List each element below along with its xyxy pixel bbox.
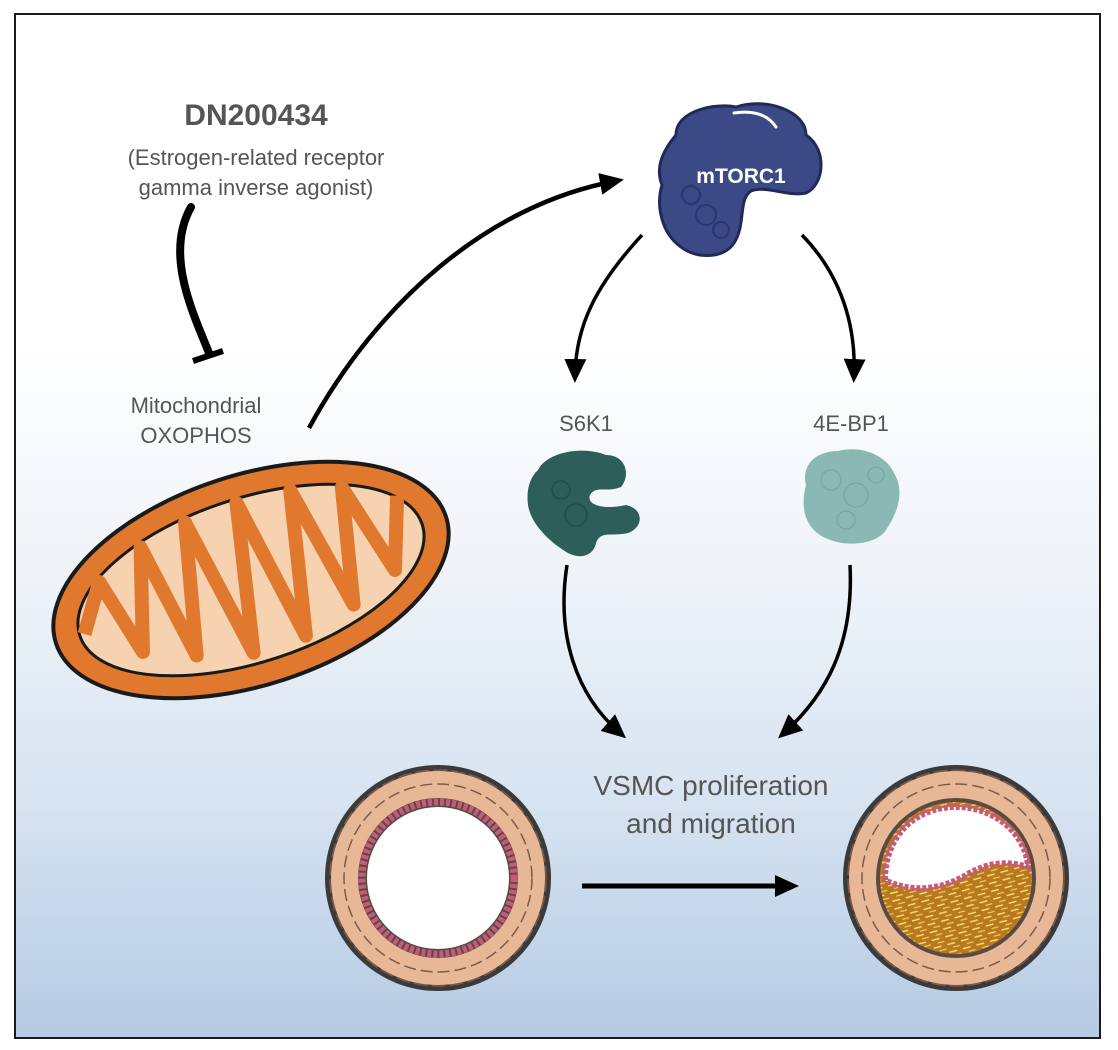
diagram-canvas [51, 102, 1069, 991]
4ebp1-to-vsmc-arrow [778, 564, 853, 739]
drug-description-line1: (Estrogen-related receptor [127, 145, 385, 170]
mtorc1-to-s6k1-arrow [564, 233, 644, 383]
4ebp1-protein-icon [803, 449, 900, 544]
s6k1-label: S6K1 [559, 411, 613, 436]
mtorc1-label: mTORC1 [696, 165, 786, 188]
mtorc1-protein-icon [657, 102, 823, 258]
s6k1-to-vsmc-arrow [562, 564, 627, 739]
4ebp1-label: 4E-BP1 [813, 411, 889, 436]
blood-vessel-icon [325, 765, 551, 991]
plaque-vessel-icon [843, 765, 1069, 991]
vsmc-outcome-label: VSMC proliferation and migration [546, 767, 876, 843]
inhibition-arrow-icon [176, 203, 224, 364]
drug-name: DN200434 [184, 99, 328, 132]
vsmc-outcome-line1: VSMC proliferation [593, 770, 829, 801]
oxphos-label-line2: OXOPHOS [140, 423, 252, 448]
vsmc-outcome-line2: and migration [626, 808, 796, 839]
mtorc1-to-4ebp1-arrow [800, 233, 866, 383]
mitochondrion-icon [51, 459, 451, 701]
oxphos-to-mtorc1-arrow [307, 173, 624, 430]
oxphos-label-line1: Mitochondrial [130, 393, 262, 418]
oxphos-label: Mitochondrial OXOPHOS [86, 391, 306, 451]
diagram-frame: DN200434 (Estrogen-related receptor gamm… [14, 13, 1101, 1039]
drug-description: (Estrogen-related receptor gamma inverse… [76, 143, 436, 203]
s6k1-protein-icon [527, 450, 640, 557]
drug-description-line2: gamma inverse agonist) [138, 175, 374, 200]
